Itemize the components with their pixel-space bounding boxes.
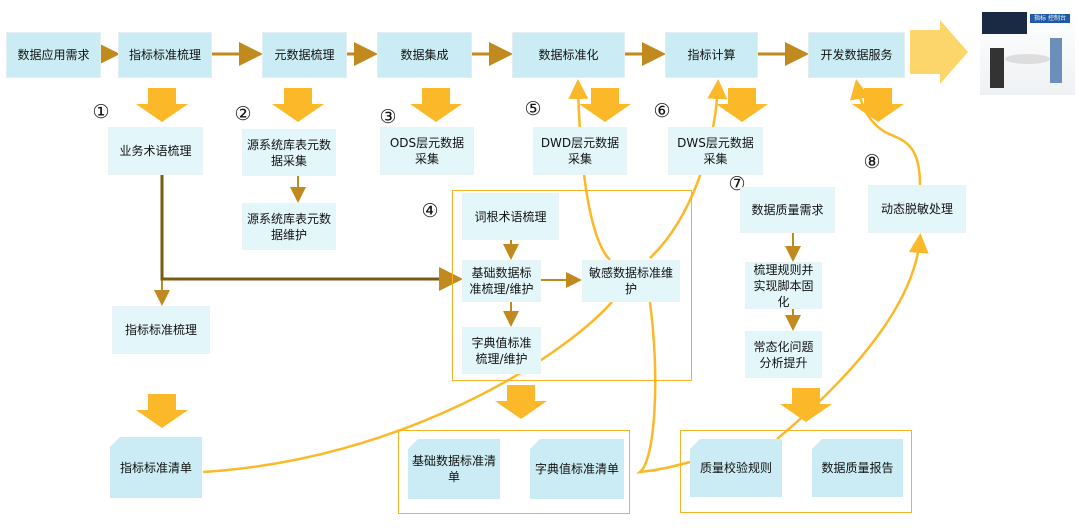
curves — [202, 79, 929, 474]
table — [1005, 54, 1050, 64]
step-number-4: ④ — [421, 200, 439, 222]
step-number-8: ⑧ — [863, 151, 881, 173]
business-terms-box: 业务术语梳理 — [108, 127, 203, 175]
step-number-3: ③ — [379, 106, 397, 128]
flow-step-data-service: 开发数据服务 — [808, 32, 905, 78]
quality-output-group — [680, 430, 912, 513]
ods-box: ODS层元数据采集 — [380, 127, 474, 175]
basic-std-box: 基础数据标准梳理/维护 — [462, 260, 541, 302]
step-number-1: ① — [92, 101, 110, 123]
src-collect-box: 源系统库表元数据采集 — [242, 129, 336, 176]
indicator-list-doc: 指标标准清单 — [110, 437, 202, 498]
standards-list-group — [398, 430, 630, 514]
dict-std-box: 字典值标准梳理/维护 — [462, 327, 541, 374]
rules-script-box: 梳理规则并实现脚本固化 — [745, 262, 822, 309]
standards-group — [452, 190, 692, 381]
big-right-arrow — [910, 20, 968, 84]
masking-box: 动态脱敏处理 — [868, 185, 966, 233]
dws-box: DWS层元数据采集 — [668, 127, 763, 175]
flow-step-metadata: 元数据梳理 — [262, 32, 347, 78]
person — [1050, 38, 1062, 83]
step-number-6: ⑥ — [653, 100, 671, 122]
big-down-arrows — [136, 88, 904, 428]
qc-rules-doc: 质量校验规则 — [690, 439, 782, 497]
dwd-box: DWD层元数据采集 — [533, 127, 627, 175]
flow-step-standardize: 数据标准化 — [512, 32, 625, 78]
basic-list-doc: 基础数据标准清单 — [408, 439, 500, 499]
step-number-2: ② — [234, 103, 252, 125]
normalize-box: 常态化问题分析提升 — [745, 331, 822, 378]
src-maintain-box: 源系统库表元数据维护 — [242, 203, 336, 250]
dict-list-doc: 字典值标准清单 — [530, 439, 624, 499]
flow-step-indicator-calc: 指标计算 — [665, 32, 758, 78]
indicator-std-box: 指标标准梳理 — [112, 306, 210, 354]
meeting-photo: 指标 控制台 — [980, 10, 1075, 95]
chair — [990, 48, 1004, 88]
root-terms-box: 词根术语梳理 — [462, 193, 559, 240]
dq-report-doc: 数据质量报告 — [812, 439, 903, 497]
sensitive-std-box: 敏感数据标准维护 — [582, 260, 680, 302]
flow-step-app-demand: 数据应用需求 — [6, 32, 101, 78]
dq-req-box: 数据质量需求 — [740, 187, 835, 233]
screen-display — [982, 12, 1027, 34]
step-number-5: ⑤ — [524, 98, 542, 120]
small-arrows — [154, 176, 801, 331]
business-terms-connector — [160, 175, 463, 291]
flow-step-indicator-std: 指标标准梳理 — [118, 32, 212, 78]
flow-step-integration: 数据集成 — [377, 32, 472, 78]
photo-sign: 指标 控制台 — [1030, 14, 1070, 23]
